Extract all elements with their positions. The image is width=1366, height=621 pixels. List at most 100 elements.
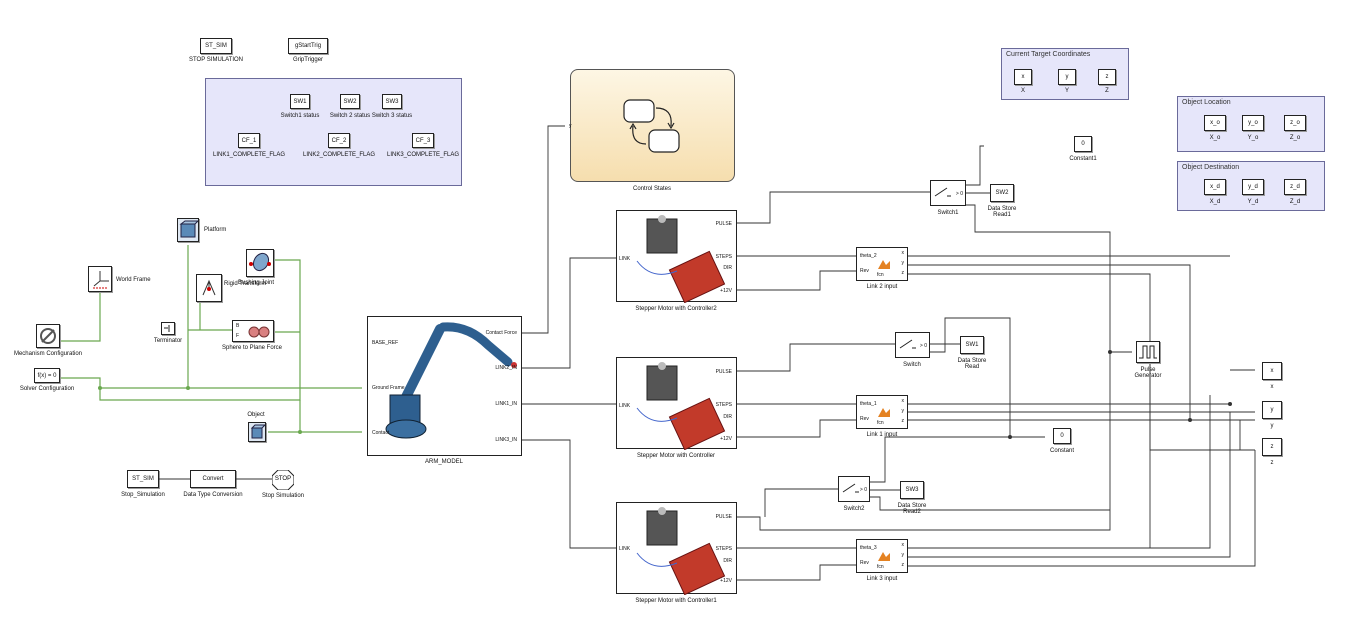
matlab-function-icon [878,408,890,417]
pulse-icon [1139,345,1157,359]
arm-model-block[interactable]: BASE_REF Ground Frame Contact Contact Fo… [367,316,522,456]
object-icon [250,424,265,439]
sphere-plane-force-block[interactable]: B F [232,320,274,342]
cf1-label: LINK1_COMPLETE_FLAG [212,152,286,158]
link2-z-port: z [901,270,905,276]
object-location-x-block[interactable]: x_o [1204,115,1226,131]
stop-simulation-store-block[interactable]: ST_SIM [200,38,232,54]
link1-input-block[interactable]: theta_1 Rev fcn x y z [856,395,908,429]
object-location-z-label: Z_o [1289,135,1301,141]
target-x-block[interactable]: x [1014,69,1032,85]
pulse-generator-block[interactable] [1136,341,1160,363]
inport-x-block[interactable]: x [1262,362,1282,380]
bushing-joint-block[interactable] [246,249,274,277]
control-states-port-y: y [569,123,572,129]
terminator-block[interactable] [161,322,175,335]
terminator-label: Terminator [153,338,183,344]
inport-y-label: y [1270,423,1274,429]
object-location-z-block[interactable]: z_o [1284,115,1306,131]
switch1-block[interactable]: > 0 [930,180,966,206]
inport-z-block[interactable]: z [1262,438,1282,456]
solver-configuration-block[interactable]: f(x) = 0 [34,368,60,383]
object-destination-x-block[interactable]: x_d [1204,179,1226,195]
switch-label: Switch [903,362,921,368]
link1-theta-port: theta_1 [860,401,877,407]
constant-block[interactable]: 0 [1053,428,1071,444]
data-store-read-block[interactable]: SW1 [960,336,984,354]
world-frame-block[interactable] [88,266,112,292]
switch-block[interactable]: > 0 [895,332,930,358]
signal-connections [522,125,1256,581]
bushing-joint-icon [249,252,271,272]
target-z-label: Z [1105,88,1109,94]
object-destination-y-block[interactable]: y_d [1242,179,1264,195]
stepper-motor-2[interactable]: PULSE STEPS DIR +12V LINK [616,210,737,303]
stepper2-port-12v: +12V [720,288,732,294]
switch2-cond: > 0 [859,487,867,493]
mechanism-configuration-block[interactable] [36,324,60,348]
sw1-store-block[interactable]: SW1 [290,94,310,109]
object-destination-z-block[interactable]: z_d [1284,179,1306,195]
inport-z-label: z [1270,460,1274,466]
link2-input-label: Link 2 input [866,284,898,290]
stop-sim-read-label: Stop_Simulation [121,492,165,498]
object-location-y-label: Y_o [1247,135,1259,141]
link2-x-port: x [901,250,905,256]
object-location-title: Object Location [1182,99,1231,106]
stop-simulation-block[interactable]: STOP [271,469,295,491]
target-y-block[interactable]: y [1058,69,1076,85]
link2-fcn-text: fcn [877,272,884,278]
data-store-read1-block[interactable]: SW2 [990,184,1014,202]
switch-icon [842,483,859,493]
platform-block[interactable] [177,218,199,242]
link1-x-port: x [901,398,905,404]
rigid-transform-block[interactable] [196,274,222,302]
sw3-store-block[interactable]: SW3 [382,94,402,109]
inport-y-block[interactable]: y [1262,401,1282,419]
platform-icon [179,220,198,238]
target-x-label: X [1020,88,1026,94]
sphere-plane-label: Sphere to Plane Force [221,345,283,351]
object-location-y-block[interactable]: y_o [1242,115,1264,131]
mechanism-configuration-label: Mechanism Configuration [13,351,83,357]
data-type-conversion-block[interactable]: Convert [190,470,236,488]
cf2-store-block[interactable]: CF_2 [328,133,350,148]
sw3-status-label: Switch 3 status [371,113,413,119]
constant1-block[interactable]: 0 [1074,136,1092,152]
arm-port-link1-in: LINK1_IN [495,401,517,407]
cf1-store-block[interactable]: CF_1 [238,133,260,148]
link2-y-port: y [901,260,905,266]
switch1-cond: > 0 [955,191,963,197]
object-block[interactable] [248,422,266,442]
switch2-block[interactable]: > 0 [838,476,870,502]
switch1-label: Switch1 [937,210,959,216]
solver-configuration-label: Solver Configuration [19,386,75,392]
data-store-read2-block[interactable]: SW3 [900,481,924,499]
control-states-chart[interactable]: y [569,69,735,182]
arm-port-contact: Contact [372,430,390,436]
stepper-motor-1[interactable]: PULSE STEPS DIR +12V LINK [616,502,737,595]
stepper-motor[interactable]: PULSE STEPS DIR +12V LINK [616,357,737,450]
link2-theta-port: theta_2 [860,253,877,259]
stop-sim-read-block[interactable]: ST_SIM [127,470,159,488]
grip-trigger-block[interactable]: gStartTrig [288,38,328,54]
world-frame-icon [93,271,109,289]
data-store-read2-label: Data Store Read2 [897,503,927,515]
sw2-store-block[interactable]: SW2 [340,94,360,109]
link2-input-block[interactable]: theta_2 Rev fcn x y z [856,247,908,281]
object-destination-title: Object Destination [1182,164,1240,171]
status-area: SW1 Switch1 status SW2 Switch 2 status S… [205,78,462,186]
arm-port-ground-frame: Ground Frame [372,385,405,391]
cf3-store-block[interactable]: CF_3 [412,133,434,148]
data-type-conversion-label: Data Type Conversion [183,492,243,498]
stepper2-label: Stepper Motor with Controller2 [635,306,717,312]
link3-input-block[interactable]: theta_3 Rev fcn x y z [856,539,908,573]
sw1-status-label: Switch1 status [280,113,320,119]
stepper1-port-link: LINK [619,546,631,552]
stepper-port-link: LINK [619,403,631,409]
target-z-block[interactable]: z [1098,69,1116,85]
link1-fcn-text: fcn [877,420,884,426]
link1-input-label: Link 1 input [866,432,898,438]
terminator-icon [164,325,170,332]
